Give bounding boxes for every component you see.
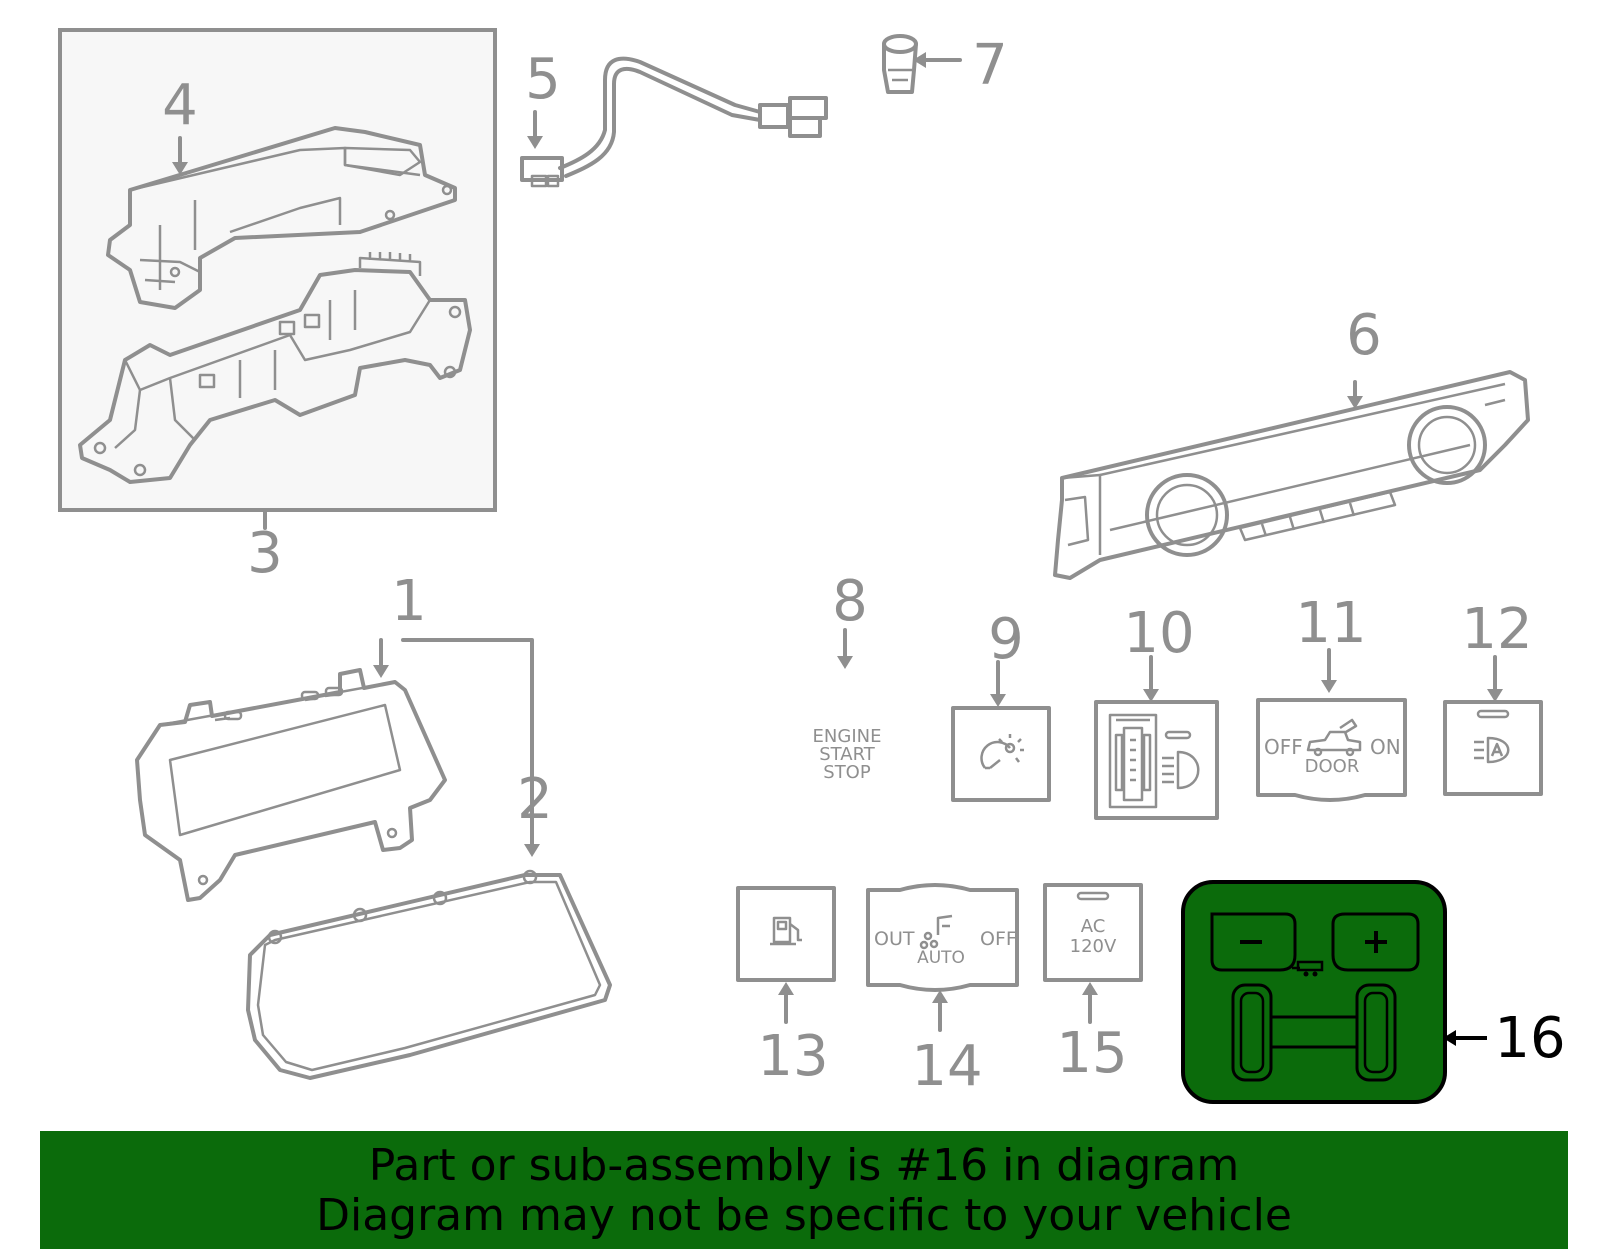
- callout-labels: 1 2 3 4 5 6 7 8 9 10 11 12 13 14 15 16: [162, 33, 1565, 1099]
- part-7-clip: [882, 34, 962, 94]
- callout-14: 14: [911, 1034, 982, 1099]
- part-1-cluster-housing: [135, 638, 540, 902]
- callout-2: 2: [517, 767, 553, 832]
- part-8-engine-start-button: ENGINE START STOP: [813, 628, 882, 783]
- callout-9: 9: [988, 607, 1024, 672]
- ac-label-line-2: 120V: [1070, 936, 1117, 957]
- callout-13: 13: [757, 1024, 828, 1089]
- callout-16: 16: [1494, 1006, 1565, 1071]
- part-5-harness: [520, 56, 828, 188]
- callout-10: 10: [1123, 601, 1194, 666]
- door-off-label: OFF: [1264, 735, 1303, 759]
- callout-1: 1: [391, 569, 427, 634]
- callout-5: 5: [525, 47, 561, 112]
- part-13-fuel-switch: [736, 886, 836, 1024]
- trailer-brake-icon: [1292, 960, 1324, 977]
- engine-text-line-2: START: [819, 744, 876, 765]
- door-label: DOOR: [1305, 756, 1360, 777]
- mode-off-label: OFF: [980, 928, 1017, 950]
- banner-line-1: Part or sub-assembly is #16 in diagram: [368, 1140, 1240, 1191]
- callout-11: 11: [1295, 591, 1366, 656]
- part-3-bracket: [78, 252, 472, 484]
- part-6-climate-panel: [1053, 370, 1530, 580]
- callout-3: 3: [247, 521, 283, 586]
- part-15-ac120v-switch: AC 120V: [1043, 883, 1143, 1024]
- part-4-cover: [106, 126, 457, 310]
- part-16-highlighted-switch: [1181, 880, 1487, 1104]
- fuel-door-icon: [770, 916, 802, 946]
- callout-8: 8: [832, 569, 868, 634]
- door-on-label: ON: [1370, 735, 1401, 759]
- part-10-switch: [1094, 655, 1219, 820]
- engine-text-line-3: STOP: [823, 762, 871, 783]
- callout-6: 6: [1346, 303, 1382, 368]
- callout-4: 4: [162, 73, 198, 138]
- ac-label-line-1: AC: [1081, 916, 1106, 937]
- auto-mode-icon: [919, 914, 953, 950]
- part-3-assembly: [58, 28, 497, 530]
- part-2-lens: [246, 869, 612, 1080]
- callout-12: 12: [1461, 597, 1532, 662]
- headlight-level-icon: [1108, 713, 1200, 809]
- mode-auto-label: AUTO: [917, 948, 965, 968]
- engine-text-line-1: ENGINE: [813, 726, 882, 747]
- part-14-auto-switch: OUT OFF AUTO: [866, 883, 1019, 1032]
- banner-line-2: Diagram may not be specific to your vehi…: [316, 1190, 1292, 1241]
- info-banner: Part or sub-assembly is #16 in diagram D…: [40, 1131, 1568, 1249]
- part-11-door-switch: OFF ON DOOR: [1256, 648, 1407, 802]
- truck-door-icon: [1306, 718, 1362, 757]
- part-12-switch: [1443, 655, 1543, 796]
- callout-15: 15: [1056, 1021, 1127, 1086]
- auto-headlight-icon: [1474, 736, 1510, 764]
- mode-out-label: OUT: [874, 928, 915, 950]
- callout-7: 7: [972, 33, 1008, 98]
- gauge-light-icon: [980, 734, 1024, 770]
- plus-icon: [1365, 931, 1387, 953]
- part-9-switch: [951, 660, 1051, 802]
